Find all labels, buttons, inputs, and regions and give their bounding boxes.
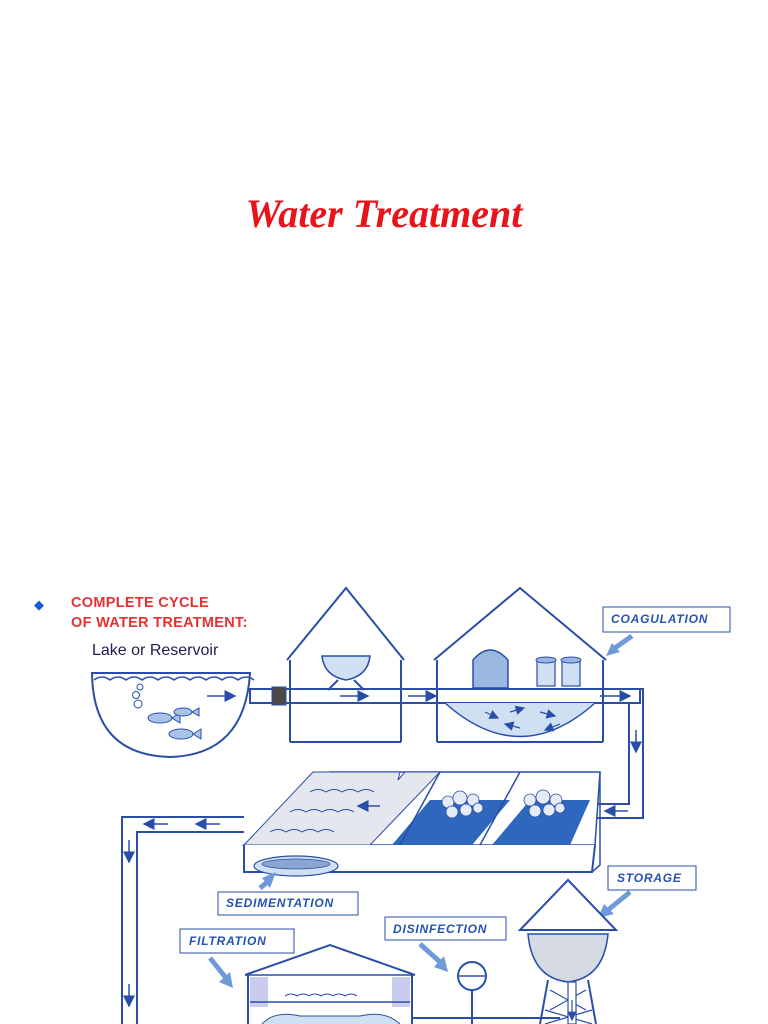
storage-label: STORAGE bbox=[598, 865, 697, 918]
coagulation-label: COAGULATION bbox=[602, 606, 731, 656]
svg-text:COAGULATION: COAGULATION bbox=[611, 612, 708, 626]
bubble-icon bbox=[132, 683, 144, 709]
lake-basin bbox=[90, 672, 255, 759]
diagram-heading-line-2: OF WATER TREATMENT: bbox=[71, 615, 248, 631]
floc-cluster-icon bbox=[441, 789, 566, 819]
coagulation-house bbox=[433, 586, 607, 743]
diamond-bullet-icon: ◆ bbox=[34, 597, 44, 612]
page-title: Water Treatment bbox=[245, 191, 523, 236]
filtration-label: FILTRATION bbox=[179, 928, 295, 988]
lake-label: Lake or Reservoir bbox=[92, 642, 219, 659]
fish-icon bbox=[147, 707, 202, 740]
sedimentation-basin bbox=[241, 771, 601, 877]
pipe-to-filtration bbox=[121, 816, 244, 1024]
svg-text:STORAGE: STORAGE bbox=[617, 871, 682, 885]
svg-text:FILTRATION: FILTRATION bbox=[189, 934, 267, 948]
svg-text:DISINFECTION: DISINFECTION bbox=[393, 922, 487, 936]
chemical-feed-house bbox=[286, 586, 405, 743]
svg-text:SEDIMENTATION: SEDIMENTATION bbox=[226, 896, 334, 910]
diagram-heading-line-1: COMPLETE CYCLE bbox=[71, 595, 209, 611]
sedimentation-label: SEDIMENTATION bbox=[217, 872, 359, 916]
disinfection-tank bbox=[412, 961, 560, 1024]
intake-pipe bbox=[249, 686, 641, 706]
storage-tower bbox=[517, 878, 619, 1024]
disinfection-label: DISINFECTION bbox=[384, 916, 507, 972]
filtration-house bbox=[244, 943, 416, 1024]
